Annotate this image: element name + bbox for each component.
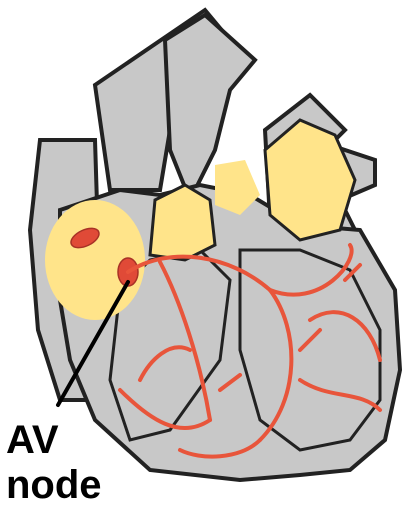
av-node-label-line-1: AV [6, 420, 59, 460]
interatrial-region [150, 185, 215, 260]
av-node-label-line-2: node [6, 465, 102, 505]
left-atrium-region [265, 120, 355, 240]
